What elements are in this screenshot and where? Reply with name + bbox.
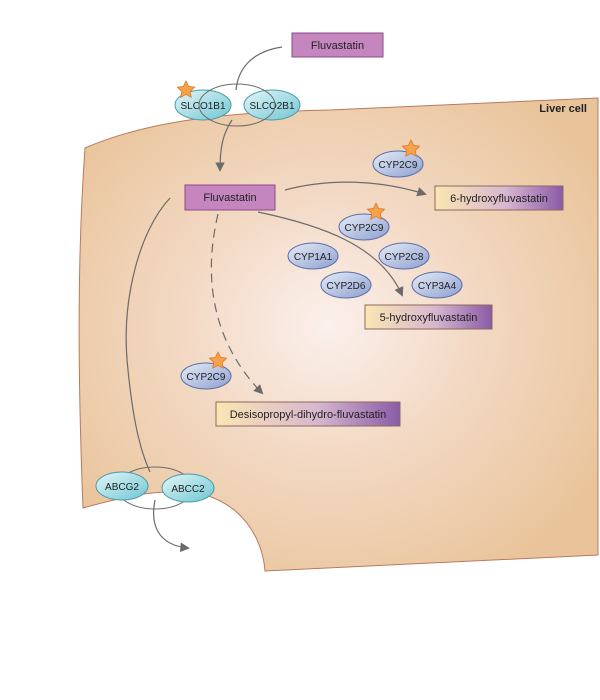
fluvastatin-outside-box: Fluvastatin [291,32,384,58]
enzyme-cyp2c9-mid: CYP2C9 [338,213,390,241]
metabolite-desisopropyl-dihydro-fluvastatin: Desisopropyl-dihydro-fluvastatin [215,401,401,427]
transporter-abcg2: ABCG2 [95,471,149,501]
metabolite-5-hydroxyfluvastatin-label: 5-hydroxyfluvastatin [380,312,478,324]
fluvastatin-inside-box: Fluvastatin [184,184,276,211]
metabolite-6-hydroxyfluvastatin: 6-hydroxyfluvastatin [434,185,564,211]
uptake-entry-line [235,46,283,91]
transporter-slco2b1: SLCO2B1 [243,89,301,121]
enzyme-cyp2c8: CYP2C8 [378,242,430,270]
efflux-exit-arrow [153,499,190,553]
uptake-arrow [215,119,233,172]
transporter-slco1b1: SLCO1B1 [174,89,232,121]
star-icon [176,80,196,99]
enzyme-cyp2d6: CYP2D6 [320,271,372,299]
enzyme-cyp2c9-low: CYP2C9 [180,362,232,390]
fluvastatin-outside-label: Fluvastatin [311,40,364,52]
transporter-slco2b1-label: SLCO2B1 [249,101,294,112]
metabolite-5-hydroxyfluvastatin: 5-hydroxyfluvastatin [364,304,493,330]
transporter-abcg2-label: ABCG2 [105,482,139,493]
enzyme-cyp2c8-label: CYP2C8 [385,252,424,263]
enzyme-cyp3a4: CYP3A4 [411,271,463,299]
star-icon [401,139,421,158]
efflux-line [125,197,171,473]
arrow-to-5oh [257,211,404,297]
uptake-complex-ring [198,83,276,127]
transporter-slco1b1-label: SLCO1B1 [180,101,225,112]
enzyme-cyp2c9-mid-label: CYP2C9 [345,223,384,234]
enzyme-cyp1a1: CYP1A1 [287,242,339,270]
metabolite-6-hydroxyfluvastatin-label: 6-hydroxyfluvastatin [450,193,548,205]
transporter-abcc2: ABCC2 [161,473,215,503]
enzyme-cyp2c9-low-label: CYP2C9 [187,372,226,383]
enzyme-cyp1a1-label: CYP1A1 [294,252,333,263]
cell-label: Liver cell [539,103,587,115]
transporter-abcc2-label: ABCC2 [171,484,205,495]
fluvastatin-inside-label: Fluvastatin [203,192,256,204]
enzyme-cyp2c9-top-label: CYP2C9 [379,160,418,171]
arrow-to-6oh [284,181,427,197]
liver-cell-membrane [78,97,599,572]
dashed-arrow-desisopropyl [210,213,264,395]
metabolite-desisopropyl-label: Desisopropyl-dihydro-fluvastatin [230,409,387,421]
star-icon [366,202,386,221]
enzyme-cyp2c9-top: CYP2C9 [372,150,424,178]
enzyme-cyp2d6-label: CYP2D6 [327,281,366,292]
enzyme-cyp3a4-label: CYP3A4 [418,281,457,292]
star-icon [208,351,228,370]
